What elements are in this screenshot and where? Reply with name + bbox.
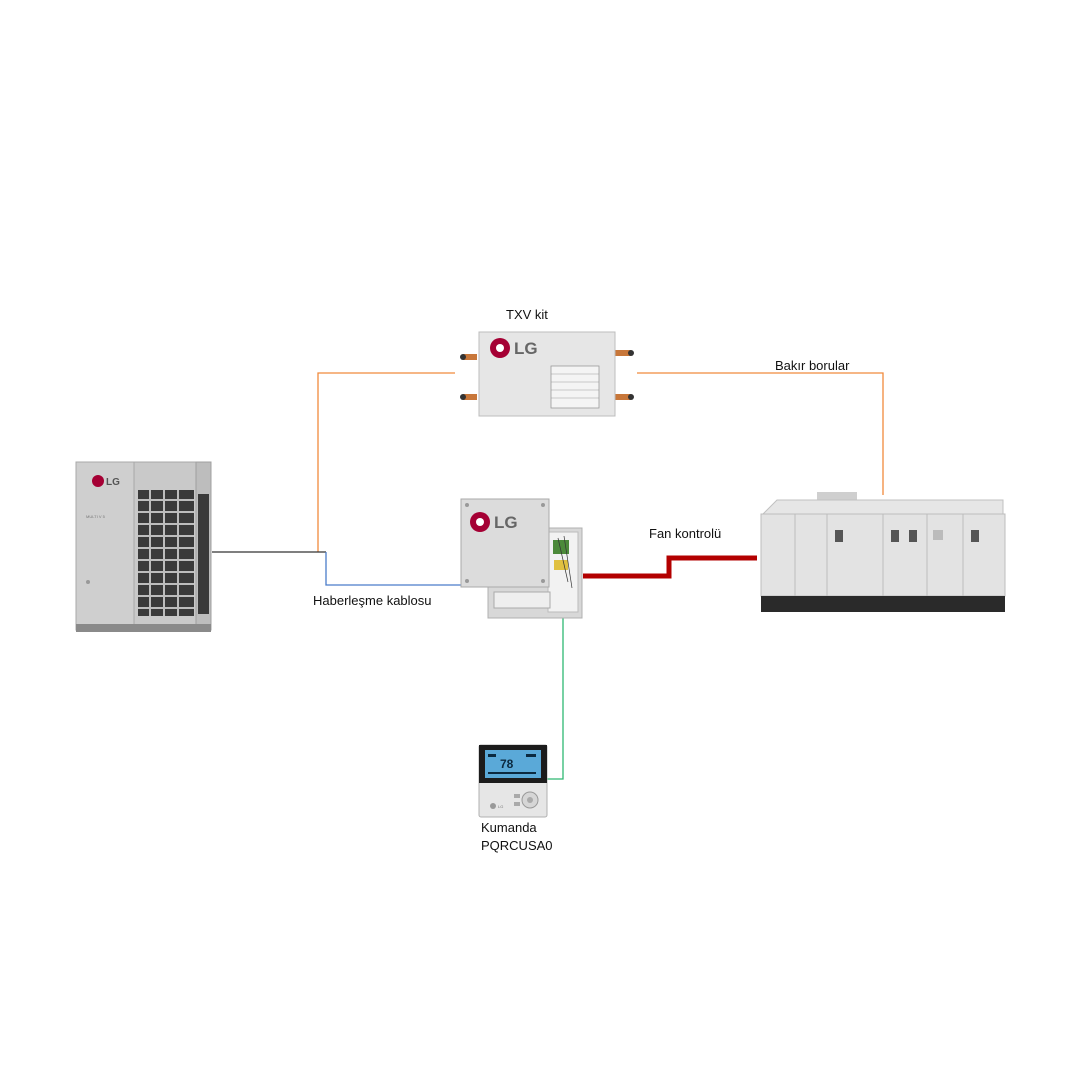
txv-kit-icon: LG (460, 331, 634, 417)
remote-label-line1: Kumanda (481, 820, 537, 835)
fan-control-line (583, 555, 757, 579)
remote-model-label: PQRCUSA0 (481, 838, 553, 853)
comm-cable-line (325, 552, 465, 586)
svg-text:LG: LG (498, 804, 503, 809)
svg-text:LG: LG (494, 513, 518, 532)
copper-pipes-label: Bakır borular (775, 358, 850, 373)
outdoor-unit-icon: LG MULTI V 5 (75, 461, 212, 632)
copper-pipe-left (317, 372, 455, 552)
remote-cable-line (545, 618, 564, 780)
svg-text:LG: LG (514, 339, 538, 358)
outdoor-unit-model-label: MULTI V 5 (86, 514, 106, 519)
control-box-icon: LG (460, 498, 583, 619)
comm-cable-label: Haberleşme kablosu (313, 593, 432, 608)
fan-control-label: Fan kontrolü (649, 526, 722, 541)
svg-text:78: 78 (500, 757, 514, 771)
txv-kit-label: TXV kit (506, 307, 548, 322)
svg-text:LG: LG (106, 477, 120, 488)
air-handling-unit-icon (760, 492, 1006, 612)
remote-controller-icon: 78 LG (478, 744, 548, 818)
copper-pipe-right (637, 372, 884, 495)
